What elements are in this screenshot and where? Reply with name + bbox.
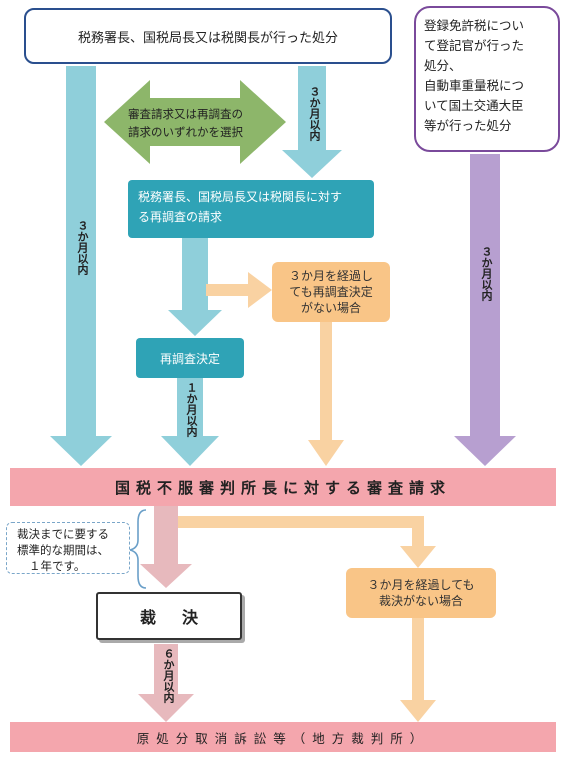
period-after-ruling: ６か月以内	[162, 648, 175, 703]
purple-line: 処分、	[424, 58, 462, 73]
arrow-no-reinvestigation-down	[308, 322, 344, 466]
lawsuit-text: 原処分取消訴訟等（地方裁判所）	[136, 730, 430, 746]
note-line: 標準的な期間は、	[17, 543, 109, 557]
reinvestigation-decision-box: 再調査決定	[136, 338, 244, 378]
no-ruling-line: 裁決がない場合	[378, 594, 463, 608]
arrow-no-ruling-down	[400, 618, 436, 722]
no-ruling-box: ３か月を経過しても 裁決がない場合	[346, 568, 496, 618]
arrow-choice-double	[104, 80, 286, 164]
original-disposition-text: 税務署長、国税局長又は税関長が行った処分	[77, 30, 338, 46]
period-right-purple: ３か月以内	[480, 246, 493, 301]
orange-line: ても再調査決定	[289, 285, 373, 299]
note-brace	[129, 509, 147, 589]
arrow-left-long	[50, 66, 112, 466]
period-top-middle: ３か月以内	[308, 86, 321, 141]
purple-line: 登録免許税につい	[424, 18, 525, 33]
purple-line: 等が行った処分	[424, 118, 512, 133]
orange-line: がない場合	[300, 301, 361, 315]
arrow-ruling-to-lawsuit	[138, 644, 194, 722]
period-left-long: ３か月以内	[76, 220, 89, 275]
arrow-tribunal-to-ruling	[140, 506, 192, 588]
choice-text: 審査請求又は再調査の 請求のいずれかを選択	[128, 105, 258, 141]
reinvestigation-request-line: 税務署長、国税局長又は税関長に対す	[138, 190, 343, 204]
arrow-to-no-reinvestigation	[206, 272, 272, 308]
arrow-to-reinvestigation-decision	[168, 238, 222, 336]
purple-line: いて国土交通大臣	[424, 98, 524, 113]
arrow-tribunal-to-no-ruling	[178, 516, 436, 568]
reinvestigation-request-line: る再調査の請求	[138, 210, 223, 224]
reinvestigation-decision-text: 再調査決定	[159, 351, 220, 366]
standard-period-note: 裁決までに要する 標準的な期間は、 １年です。	[6, 522, 130, 574]
orange-line: ３か月を経過し	[288, 269, 373, 283]
original-disposition-box: 税務署長、国税局長又は税関長が行った処分	[24, 8, 392, 64]
purple-line: て登記官が行った	[424, 38, 525, 53]
registration-tax-disposition-box: 登録免許税につい て登記官が行った 処分、 自動車重量税につ いて国土交通大臣 …	[414, 6, 560, 152]
no-ruling-line: ３か月を経過しても	[367, 578, 475, 592]
period-after-reinvestigation: １か月以内	[185, 382, 198, 437]
purple-line: 自動車重量税につ	[424, 78, 525, 93]
note-line: 裁決までに要する	[17, 527, 109, 541]
note-line: １年です。	[29, 559, 86, 573]
choice-line: 審査請求又は再調査の	[128, 107, 243, 121]
arrow-decision-to-tribunal	[161, 378, 219, 466]
ruling-text: 裁決	[139, 608, 224, 627]
choice-line: 請求のいずれかを選択	[128, 125, 243, 139]
no-reinvestigation-decision-box: ３か月を経過し ても再調査決定 がない場合	[272, 262, 390, 322]
tribunal-request-text: 国税不服審判所長に対する審査請求	[114, 478, 451, 497]
lawsuit-bar: 原処分取消訴訟等（地方裁判所）	[10, 722, 556, 752]
arrow-top-middle	[282, 66, 342, 178]
ruling-box: 裁決	[96, 592, 242, 640]
tribunal-request-bar: 国税不服審判所長に対する審査請求	[10, 468, 556, 506]
reinvestigation-request-box: 税務署長、国税局長又は税関長に対す る再調査の請求	[128, 180, 374, 238]
arrow-right-purple	[454, 154, 516, 466]
